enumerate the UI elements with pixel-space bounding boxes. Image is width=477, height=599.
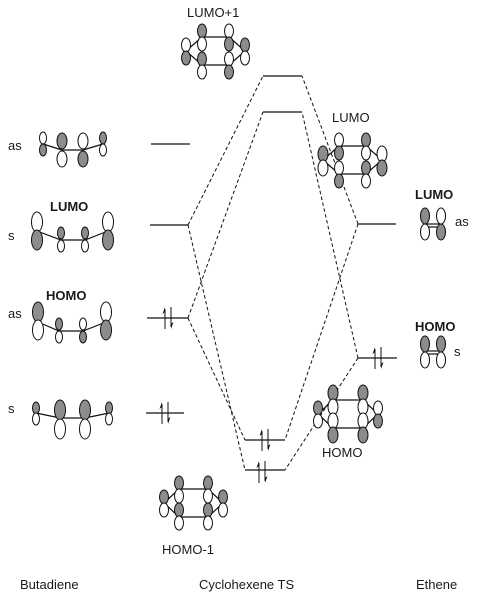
- correlation-lines: [187, 75, 359, 471]
- electron-pair-butadiene-psi2: [162, 307, 174, 329]
- ethene-lumo-label: LUMO: [415, 187, 453, 202]
- corr-bd-psi2-to-ts-lumo: [187, 111, 264, 319]
- butadiene-psi4-symmetry: as: [8, 138, 22, 153]
- ts-lumo-orbital-icon: [317, 132, 388, 189]
- electron-pair-ts-homo-minus-1: [256, 461, 268, 483]
- corr-bd-psi3-to-ts-lumo1: [187, 75, 264, 226]
- electron-pair-ethene-homo: [372, 347, 384, 369]
- butadiene-psi3-orbital-icon: [31, 211, 114, 253]
- ethene-homo-label: HOMO: [415, 319, 455, 334]
- column-label-ethene: Ethene: [416, 577, 457, 592]
- ts-lumo-plus-1-label: LUMO+1: [187, 5, 239, 20]
- butadiene-lumo-label: LUMO: [50, 199, 88, 214]
- corr-bd-psi2-to-ts-homo: [187, 317, 246, 441]
- ts-homo-minus-1-orbital-icon: [159, 475, 228, 531]
- column-label-ts: Cyclohexene TS: [199, 577, 294, 592]
- ethene-lumo-symmetry: as: [455, 214, 469, 229]
- labels: as s LUMO as HOMO s LUMO+1 LUMO HOMO HOM…: [8, 5, 469, 592]
- electron-pairs: [159, 307, 384, 483]
- ts-lumo-plus-1-orbital-icon: [181, 23, 250, 80]
- butadiene-homo-label: HOMO: [46, 288, 86, 303]
- ts-homo-label: HOMO: [322, 445, 362, 460]
- butadiene-psi1-orbital-icon: [32, 399, 113, 440]
- corr-et-lumo-to-ts-homo: [284, 223, 359, 441]
- ethene-homo-symmetry: s: [454, 344, 461, 359]
- butadiene-psi2-orbital-icon: [32, 301, 112, 344]
- corr-bd-psi3-to-ts-homo1: [187, 224, 246, 471]
- butadiene-psi1-symmetry: s: [8, 401, 15, 416]
- butadiene-psi3-symmetry: s: [8, 228, 15, 243]
- ethene-homo-orbital-icon: [420, 335, 446, 369]
- corr-et-homo-to-ts-homo1: [284, 357, 359, 471]
- ethene-lumo-orbital-icon: [420, 207, 446, 241]
- ts-homo-minus-1-label: HOMO-1: [162, 542, 214, 557]
- electron-pair-ts-homo: [259, 429, 271, 451]
- butadiene-psi4-orbital-icon: [39, 131, 107, 168]
- corr-et-lumo-to-ts-lumo1: [301, 75, 359, 225]
- column-label-butadiene: Butadiene: [20, 577, 79, 592]
- electron-pair-butadiene-psi1: [159, 402, 171, 424]
- ts-homo-orbital-icon: [313, 384, 383, 444]
- energy-levels: [146, 75, 397, 471]
- corr-et-homo-to-ts-lumo: [301, 111, 359, 359]
- butadiene-psi2-symmetry: as: [8, 306, 22, 321]
- ts-lumo-label: LUMO: [332, 110, 370, 125]
